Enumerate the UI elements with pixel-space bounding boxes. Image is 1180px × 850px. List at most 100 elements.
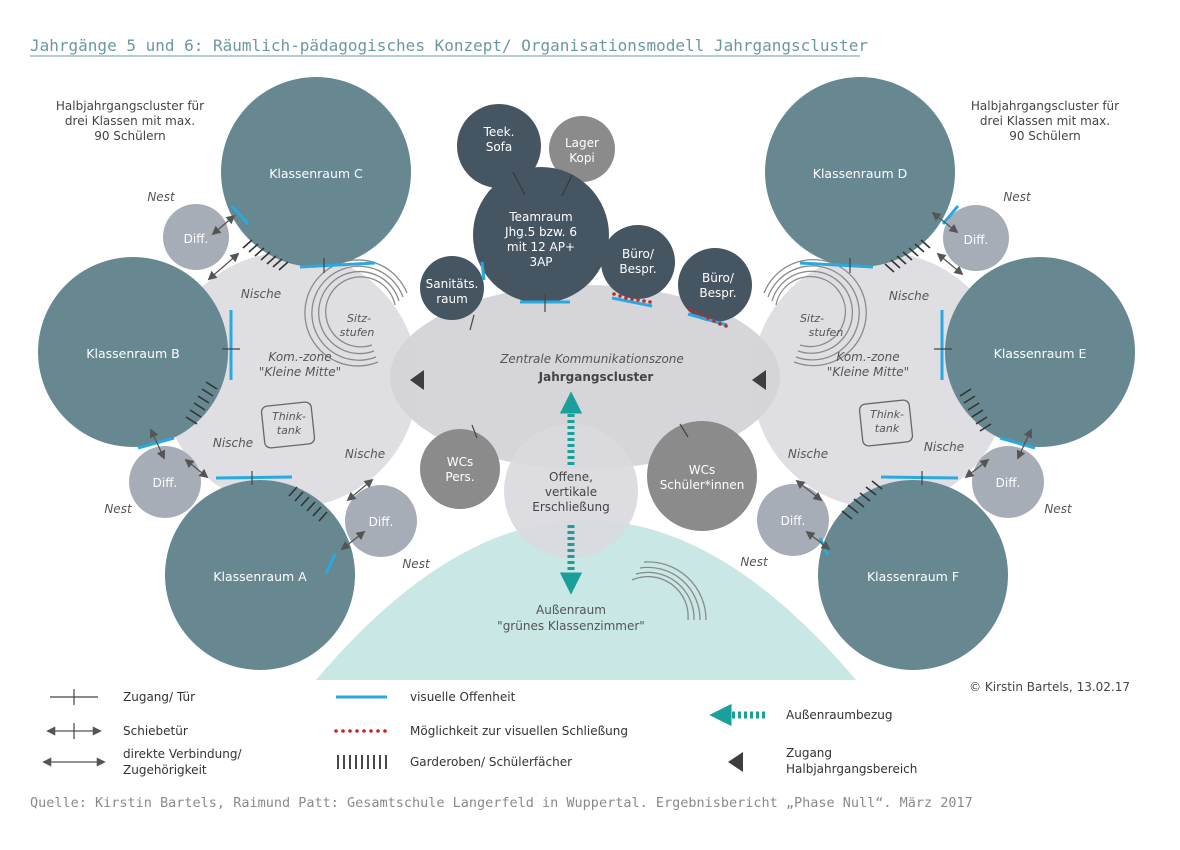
label-buero1-1: Büro/ [622,247,655,261]
legend-offenheit: visuelle Offenheit [410,690,516,704]
label-zentral-1: Zentrale Kommunikationszone [499,352,684,366]
label-komzone-l2: "Kleine Mitte" [259,365,341,379]
label-diff-f: Diff. [781,514,806,528]
erschliessung-zone [504,424,638,558]
label-diff-e: Diff. [996,476,1021,490]
access-triangle-right [752,370,766,390]
copyright: © Kirstin Bartels, 13.02.17 [969,680,1130,694]
teamraum [473,167,609,303]
label-sofa: Sofa [486,140,513,154]
label-nest-d: Nest [1003,190,1032,204]
side-note-right: Halbjahrgangscluster für drei Klassen mi… [971,99,1119,143]
label-erschliessung-2: vertikale [545,485,597,499]
label-aussenraum-1: Außenraum [536,603,606,617]
legend-zugang: Zugang/ Tür [123,690,195,704]
label-diff-a: Diff. [369,515,394,529]
klassenraum-c [221,77,411,267]
klassenraum-b [38,257,228,447]
label-teamraum-4: 3AP [529,255,552,269]
label-diff-b: Diff. [153,476,178,490]
legend: Zugang/ Tür Schiebetür direkte Verbindun… [42,689,917,777]
access-triangle-left [410,370,424,390]
label-teamraum-2: Jhg.5 bzw. 6 [504,225,577,239]
legend-halbjahrgang-1: Zugang [786,746,832,760]
legend-schiebetuer: Schiebetür [123,724,188,738]
klassenraum-e [945,257,1135,447]
label-klassenraum-a: Klassenraum A [213,569,307,584]
label-komzone-r2: "Kleine Mitte" [827,365,909,379]
label-nest-b: Nest [104,502,133,516]
sanitaet-room [420,256,484,320]
right-cluster-zone [752,252,1008,508]
legend-verbindung-2: Zugehörigkeit [123,763,207,777]
sitzstufen-left [304,259,408,367]
label-komzone-l1: Kom.-zone [268,350,331,364]
label-sitzstufen-r1: Sitz- [800,312,824,325]
label-sitzstufen-l1: Sitz- [347,312,371,325]
legend-schliessung: Möglichkeit zur visuellen Schließung [410,724,628,738]
garderoben-hatches [185,239,992,522]
lager-kopi-room [549,116,615,182]
door-ticks [222,258,952,485]
label-nische-l1: Nische [241,287,281,301]
outdoor-area [316,520,856,680]
label-klassenraum-d: Klassenraum D [813,166,907,181]
label-thinktank-l2: tank [277,424,302,437]
buero-room-1 [601,225,675,299]
diff-room-e [972,446,1044,518]
klassenraum-d [765,77,955,267]
thinktank-left-box [260,401,316,449]
svg-text:90 Schülern: 90 Schülern [1009,129,1081,143]
left-cluster-zone [162,252,418,508]
label-wcs-schueler-1: WCs [689,463,716,477]
wcs-schueler-room [647,421,757,531]
label-thinktank-r1: Think- [870,408,904,421]
label-aussenraum-2: "grünes Klassenzimmer" [497,619,645,633]
label-wcs-schueler-2: Schüler*innen [660,478,745,492]
label-nest-f: Nest [740,555,769,569]
label-lager: Lager [565,136,599,150]
klassenraum-f [818,480,1008,670]
label-sitzstufen-l2: stufen [340,326,375,339]
legend-verbindung-1: direkte Verbindung/ [123,747,242,761]
legend-garderoben: Garderoben/ Schülerfächer [410,755,572,769]
label-klassenraum-b: Klassenraum B [86,346,179,361]
outdoor-sitzstufen [631,561,707,621]
side-note-left: Halbjahrgangscluster für drei Klassen mi… [56,99,204,143]
label-nische-r3: Nische [788,447,828,461]
legend-halbjahrgang-2: Halbjahrgangsbereich [786,762,917,776]
label-nische-l2: Nische [213,436,253,450]
diff-room-b [129,446,201,518]
label-nest-c: Nest [147,190,176,204]
label-buero2-1: Büro/ [702,271,735,285]
label-klassenraum-e: Klassenraum E [994,346,1087,361]
label-nische-l3: Nische [345,447,385,461]
label-sanitaet-2: raum [436,292,468,306]
label-kopi: Kopi [569,151,595,165]
lager-connector [561,174,573,197]
label-sitzstufen-r2: stufen [809,326,844,339]
visual-closing-dots [612,292,728,328]
label-thinktank-l1: Think- [272,410,306,423]
page-title: Jahrgänge 5 und 6: Räumlich-pädagogische… [30,36,868,55]
label-diff-d: Diff. [964,233,989,247]
source-note: Quelle: Kirstin Bartels, Raimund Patt: G… [30,795,973,811]
label-buero2-2: Bespr. [699,286,736,300]
label-wcs-pers-2: Pers. [445,470,474,484]
label-klassenraum-f: Klassenraum F [867,569,959,584]
label-erschliessung-1: Offene, [549,470,593,484]
label-thinktank-r2: tank [875,422,900,435]
label-nische-r1: Nische [889,289,929,303]
svg-text:Halbjahrgangscluster für: Halbjahrgangscluster für [971,99,1119,113]
label-diff-c: Diff. [184,232,209,246]
svg-text:drei Klassen mit max.: drei Klassen mit max. [980,114,1110,128]
label-erschliessung-3: Erschließung [532,500,609,514]
buero-room-2 [678,248,752,322]
sitzstufen-right [763,259,867,367]
teek-connector [512,171,526,196]
central-zone [390,285,780,469]
label-teamraum-1: Teamraum [508,210,572,224]
label-teamraum-3: mit 12 AP+ [507,240,575,254]
label-nest-e: Nest [1044,502,1073,516]
